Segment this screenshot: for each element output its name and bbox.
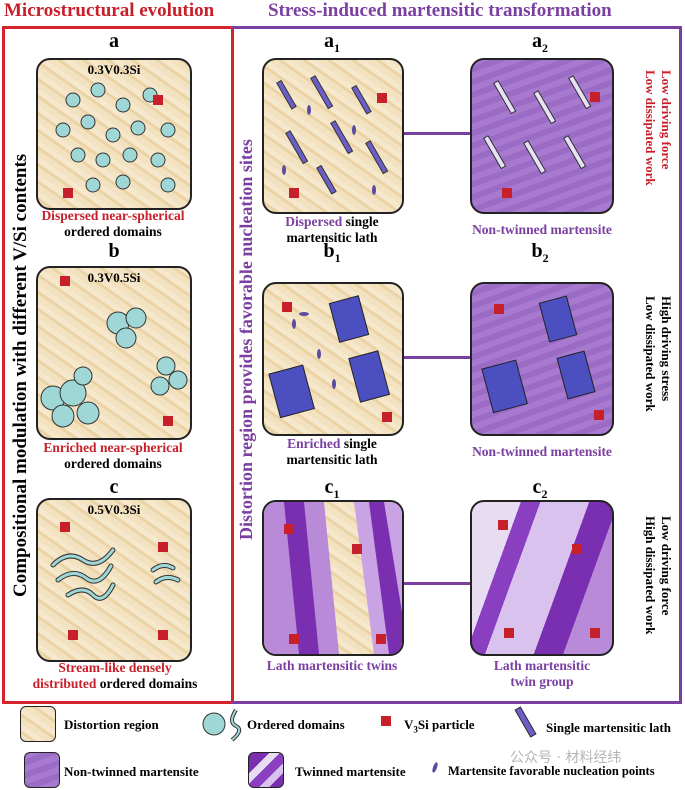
v3si-particle bbox=[153, 95, 163, 105]
panel-b: 0.3V0.5Si bbox=[36, 266, 192, 440]
header-right: Stress-induced martensitic transformatio… bbox=[268, 0, 612, 21]
header-left: Microstructural evolution bbox=[4, 0, 215, 21]
panel-b1 bbox=[262, 282, 404, 436]
legend-twinned: Twinned martensite bbox=[295, 764, 406, 779]
panel-a: 0.3V0.3Si bbox=[36, 58, 192, 210]
legend-nucleation: Martensite favorable nucleation points bbox=[448, 764, 655, 778]
laths-a1 bbox=[276, 75, 389, 198]
connector-c bbox=[400, 582, 472, 585]
watermark: 公众号 · 材料经纬 bbox=[510, 750, 622, 766]
panel-a2 bbox=[470, 58, 614, 214]
label-a: a bbox=[109, 30, 119, 52]
legend-nontwinned: Non-twinned martensite bbox=[64, 764, 199, 779]
legend-distortion-swatch bbox=[20, 706, 56, 742]
middle-side-title: Distortion region provides favorable nuc… bbox=[236, 139, 256, 541]
composition: 0.5V0.3Si bbox=[87, 502, 141, 517]
legend-nontwinned-swatch bbox=[24, 752, 60, 788]
domains-dispersed bbox=[55, 82, 176, 198]
legend-lath: Single martensitic lath bbox=[546, 720, 671, 735]
panel-c1 bbox=[262, 500, 404, 656]
caption-b2: Non-twinned martensite bbox=[472, 444, 612, 459]
twins-c1 bbox=[264, 502, 402, 654]
left-frame bbox=[2, 26, 234, 704]
panel-a1 bbox=[262, 58, 404, 214]
right-frame bbox=[231, 26, 682, 704]
legend-twinned-swatch bbox=[248, 752, 284, 788]
composition: 0.3V0.3Si bbox=[87, 62, 141, 77]
panel-c2 bbox=[470, 500, 614, 656]
panel-c: 0.5V0.3Si bbox=[36, 498, 192, 662]
legend-ordered-icon bbox=[202, 708, 242, 742]
label-b1: b1 bbox=[323, 240, 341, 265]
connector-a bbox=[400, 132, 472, 135]
left-side-title: Compositional modulation with different … bbox=[10, 153, 31, 597]
caption-c1: Lath martensitic twins bbox=[266, 658, 398, 673]
composition: 0.3V0.5Si bbox=[87, 270, 141, 285]
legend-nucleation-icon bbox=[431, 761, 439, 774]
caption-a2: Non-twinned martensite bbox=[472, 222, 612, 237]
label-c1: c1 bbox=[324, 476, 340, 501]
domains-stream bbox=[50, 522, 181, 640]
label-b2: b2 bbox=[531, 240, 549, 265]
panel-b2 bbox=[470, 282, 614, 436]
v3si-particle bbox=[63, 188, 73, 198]
label-b: b bbox=[108, 240, 120, 262]
label-a1: a1 bbox=[324, 30, 340, 55]
legend-v3si: V3Si particle bbox=[404, 717, 475, 735]
label-a2: a2 bbox=[532, 30, 548, 55]
lath-clusters-b2 bbox=[481, 295, 604, 420]
particles-c2 bbox=[498, 520, 600, 638]
legend-v3si-icon bbox=[381, 716, 391, 726]
laths-a2 bbox=[483, 75, 600, 198]
legend-lath-icon bbox=[514, 706, 537, 738]
label-c: c bbox=[109, 476, 119, 498]
connector-b bbox=[400, 356, 472, 359]
label-c2: c2 bbox=[532, 476, 548, 501]
legend-distortion: Distortion region bbox=[64, 717, 159, 732]
legend-ordered: Ordered domains bbox=[247, 717, 345, 732]
lath-clusters-b1 bbox=[268, 295, 392, 422]
domains-enriched bbox=[40, 276, 188, 428]
